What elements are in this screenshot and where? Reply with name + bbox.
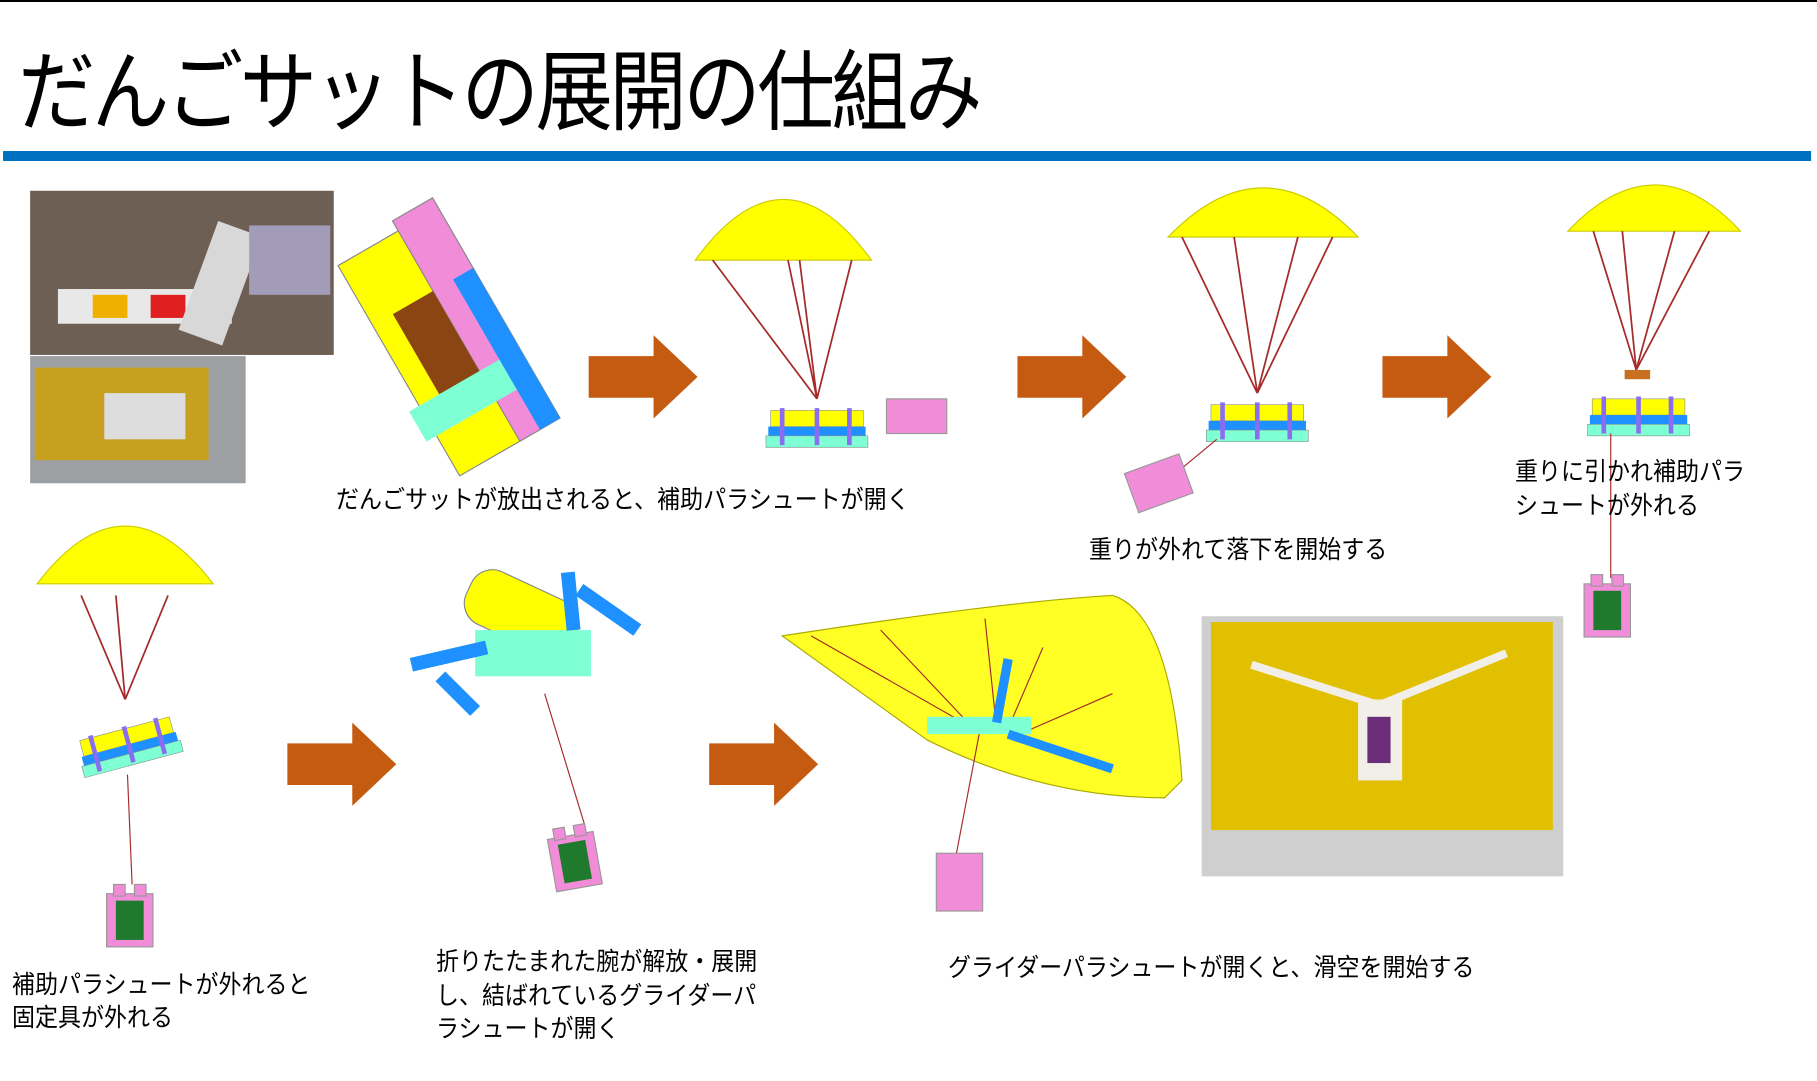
arrow-right-1 (588, 335, 698, 419)
arrow-right-3 (1382, 335, 1492, 419)
caption-step5-line1: 折りたたまれた腕が解放・展開 (436, 947, 758, 976)
photo-glider-deployed (1201, 616, 1564, 877)
arms-deployed (409, 569, 642, 893)
slide-title: だんごサットの展開の仕組み (18, 41, 982, 144)
arrow-right-4 (287, 722, 397, 806)
caption-step3-line1: 重りに引かれ補助パラ (1515, 457, 1746, 486)
caption-step3-line2: シュートが外れる (1515, 491, 1700, 520)
caption-step6: グライダーパラシュートが開くと、滑空を開始する (948, 953, 1475, 982)
photo-packing (30, 190, 334, 355)
folded-satellite-model (337, 197, 561, 477)
caption-step4-line1: 補助パラシュートが外れると (12, 970, 311, 999)
caption-step2: 重りが外れて落下を開始する (1089, 535, 1388, 564)
title-underline-bar (3, 151, 1811, 161)
arrow-right-5 (709, 722, 819, 806)
auxiliary-parachute-open (694, 199, 948, 447)
photo-folded-satellite (30, 356, 246, 484)
top-border (0, 0, 1817, 2)
glider-parachute-open (780, 594, 1183, 912)
weight-detached (1123, 187, 1360, 514)
arrow-right-2 (1017, 335, 1127, 419)
caption-step5-line2: し、結ばれているグライダーパ (436, 981, 757, 1010)
fixture-detached (35, 525, 215, 948)
caption-step5-line3: ラシュートが開く (436, 1014, 620, 1043)
caption-step4-line2: 固定具が外れる (12, 1003, 174, 1032)
caption-step1: だんごサットが放出されると、補助パラシュートが開く (336, 485, 910, 514)
auxiliary-parachute-detaching (1566, 184, 1742, 638)
